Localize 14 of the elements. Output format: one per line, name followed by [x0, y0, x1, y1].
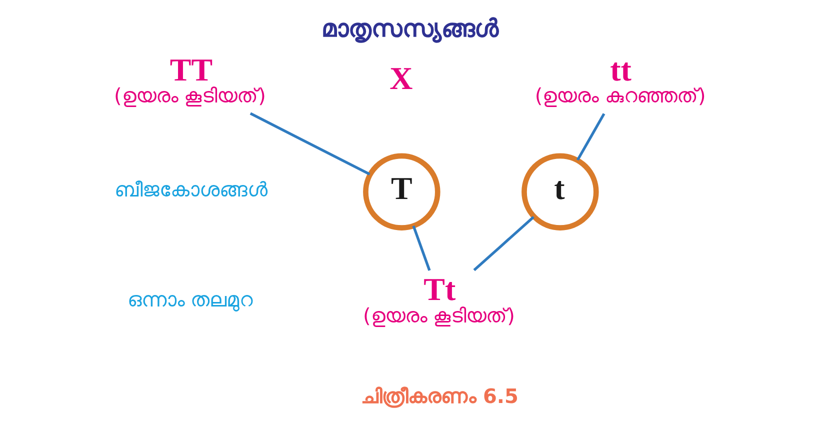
connector — [472, 216, 534, 272]
diagram-title: മാതൃസസ്യങ്ങൾ — [321, 14, 498, 43]
node-text: tt (ഉയരം കുറഞ്ഞത്) — [534, 52, 706, 108]
connector — [412, 225, 430, 271]
connector — [576, 113, 605, 161]
node-circle: t — [521, 153, 598, 230]
node-text: TT (ഉയരം കൂടിയത്) — [113, 52, 266, 108]
connector — [249, 112, 370, 176]
label: ബീജകോശങ്ങൾ — [114, 178, 268, 202]
label: X — [389, 60, 412, 96]
node-text: Tt (ഉയരം കൂടിയത്) — [362, 272, 514, 328]
node-circle: T — [362, 153, 440, 230]
label: ഒന്നാം തലമുറ — [126, 287, 252, 312]
caption: ചിത്രീകരണം 6.5 — [360, 384, 518, 408]
